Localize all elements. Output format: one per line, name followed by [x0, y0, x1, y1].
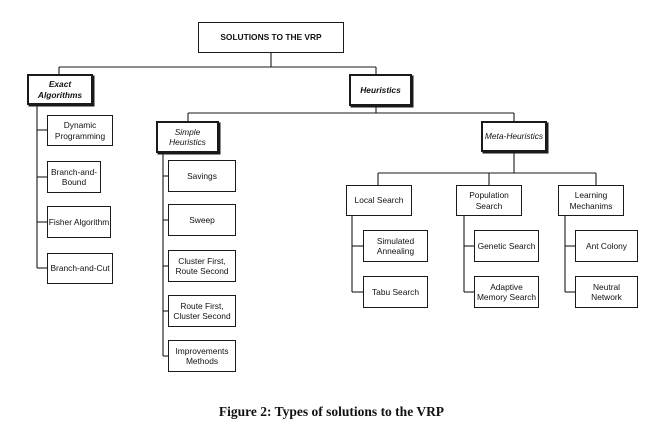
exact-algorithms-node: Exact Algorithms [27, 74, 93, 105]
improvements-methods-node: Improvements Methods [168, 340, 236, 372]
figure-caption: Figure 2: Types of solutions to the VRP [218, 404, 445, 419]
simple-heuristics-node: Simple Heuristics [156, 121, 219, 153]
route-first-cluster-second-node: Route First, Cluster Second [168, 295, 236, 327]
branch-and-bound-node: Branch-and- Bound [47, 161, 101, 193]
learning-mechanims-node: Learning Mechanims [558, 185, 624, 216]
savings-node: Savings [168, 160, 236, 192]
population-search-node: Population Search [456, 185, 522, 216]
simulated-annealing-node: Simulated Annealing [363, 230, 428, 262]
dynamic-programming-node: Dynamic Programming [47, 115, 113, 146]
sweep-node: Sweep [168, 204, 236, 236]
heuristics-node: Heuristics [349, 74, 412, 106]
branch-and-cut-node: Branch-and-Cut [47, 253, 113, 284]
meta-heuristics-node: Meta-Heuristics [481, 121, 547, 152]
cluster-first-route-second-node: Cluster First, Route Second [168, 250, 236, 282]
adaptive-memory-search-node: Adaptive Memory Search [474, 276, 539, 308]
local-search-node: Local Search [346, 185, 412, 216]
neutral-network-node: Neutral Network [575, 276, 638, 308]
ant-colony-node: Ant Colony [575, 230, 638, 262]
tabu-search-node: Tabu Search [363, 276, 428, 308]
fisher-algorithm-node: Fisher Algorithm [47, 206, 111, 238]
root-node: SOLUTIONS TO THE VRP [198, 22, 344, 53]
genetic-search-node: Genetic Search [474, 230, 539, 262]
